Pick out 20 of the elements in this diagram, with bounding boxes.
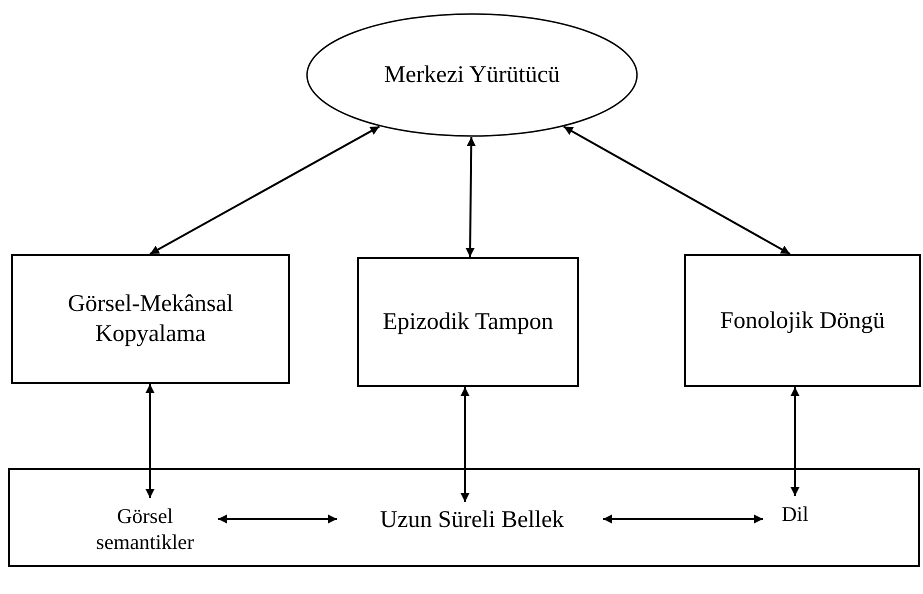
node-text: Fonolojik Döngü [719, 306, 886, 336]
node-text: Dil [780, 500, 810, 528]
double-arrow [603, 514, 763, 524]
double-arrow [790, 387, 800, 496]
double-arrow [563, 126, 790, 255]
double-arrow [150, 126, 380, 255]
process-box [357, 257, 579, 387]
node-text: Uzun Süreli Bellek [379, 506, 565, 535]
double-arrow [460, 387, 470, 502]
process-box [11, 254, 290, 384]
memory-band [8, 468, 920, 567]
node-text: Görsel semantikler [95, 502, 195, 556]
process-ellipse [306, 13, 638, 137]
double-arrow [146, 384, 154, 498]
process-box [684, 254, 921, 387]
double-arrow [466, 136, 476, 258]
double-arrow [218, 514, 337, 524]
node-text: Görsel-Mekânsal Kopyalama [66, 290, 234, 349]
node-text: Merkezi Yürütücü [383, 61, 561, 90]
node-text: Epizodik Tampon [382, 308, 554, 337]
